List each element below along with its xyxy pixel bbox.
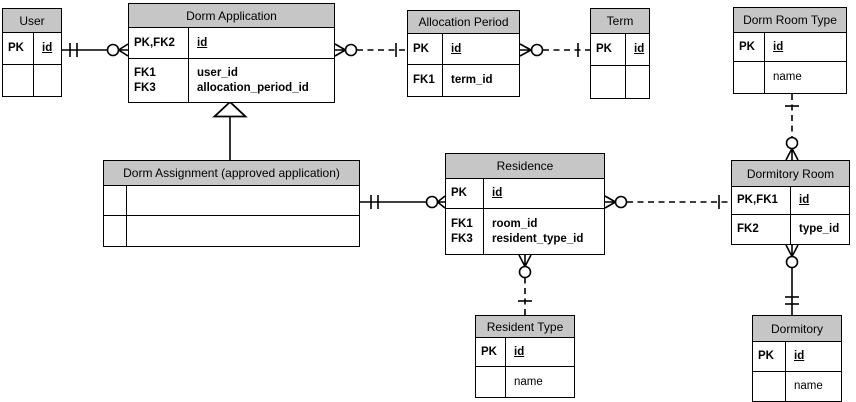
fk-attr-cell: user_id allocation_period_id (189, 59, 334, 102)
empty-key-cell (753, 372, 786, 401)
entity-title: Residence (446, 154, 604, 179)
fk-attr-line: room_id (492, 217, 538, 230)
cardinality-zero-circle (614, 195, 628, 209)
cardinality-zero-circle (530, 43, 544, 57)
pk-key-cell: PK (753, 342, 786, 371)
cardinality-many-crowfoot (118, 43, 129, 57)
entity-dorm-application: Dorm Application PK,FK2 id FK1 FK3 user_… (128, 3, 335, 103)
attr-cell: name (514, 375, 543, 388)
entity-title: Dorm Assignment (approved application) (104, 161, 359, 186)
relationship-dorm-application-allocation-period (334, 43, 407, 57)
cardinality-many-crowfoot (518, 254, 532, 267)
fk-attr-cell: room_id resident_type_id (484, 209, 604, 254)
relationship-dorm-application-dorm-assignment (212, 100, 248, 160)
entity-dormitory-room: Dormitory Room PK,FK1 id FK2 type_id (731, 160, 850, 245)
fk-key-cell: FK1 FK3 (446, 209, 484, 254)
entity-resident-type: Resident Type PK id name (475, 315, 575, 398)
relationship-dormitory-room-dormitory (785, 244, 799, 315)
fk-key-line: FK3 (451, 232, 473, 245)
pk-key-cell: PK (734, 33, 765, 61)
pk-attr-cell: id (794, 350, 805, 362)
fk-key-line: FK1 (134, 66, 156, 79)
entity-dorm-room-type: Dorm Room Type PK id name (733, 7, 847, 94)
empty-attr-cell (127, 216, 359, 246)
pk-attr-cell: id (492, 187, 503, 199)
subtype-triangle-icon (212, 100, 248, 118)
cardinality-zero-circle (518, 265, 532, 279)
relationship-residence-dormitory-room (604, 195, 731, 209)
fk-key-line: FK1 (451, 217, 473, 230)
entity-term: Term PK id (590, 8, 650, 99)
entity-title: Resident Type (476, 316, 574, 338)
attr-cell: name (773, 71, 802, 83)
cardinality-many-crowfoot (785, 244, 799, 257)
empty-key-cell (104, 216, 127, 246)
empty-key-cell (591, 66, 626, 98)
entity-title: Term (591, 9, 649, 34)
cardinality-zero-circle (106, 43, 120, 57)
empty-key-cell (734, 62, 765, 93)
pk-attr-cell: id (634, 43, 645, 55)
empty-key-cell (3, 65, 34, 96)
cardinality-many-crowfoot (437, 195, 446, 209)
empty-attr-cell (34, 65, 61, 96)
relationship-user-dorm-application (62, 43, 129, 57)
fk-key-cell: FK1 FK3 (129, 59, 189, 102)
cardinality-zero-circle (344, 43, 358, 57)
entity-title: Dorm Room Type (734, 8, 846, 33)
pk-key-cell: PK (3, 33, 34, 64)
pk-attr-cell: id (42, 42, 53, 54)
empty-attr-cell (626, 66, 649, 98)
cardinality-many-crowfoot (334, 43, 346, 57)
cardinality-many-crowfoot (604, 195, 616, 209)
entity-dorm-assignment: Dorm Assignment (approved application) (103, 160, 360, 247)
pk-attr-cell: id (773, 40, 784, 53)
pk-attr-cell: id (197, 36, 208, 49)
cardinality-many-crowfoot (785, 148, 799, 161)
pk-attr-cell: id (799, 194, 810, 206)
attr-cell: name (794, 380, 823, 392)
cardinality-zero-circle (425, 195, 439, 209)
pk-key-cell: PK (408, 34, 443, 64)
relationship-allocation-period-term (519, 43, 590, 57)
fk-key-cell: FK1 (408, 65, 443, 96)
entity-title: Dorm Application (129, 4, 334, 28)
fk-attr-line: allocation_period_id (197, 81, 309, 94)
entity-title: Dormitory (753, 316, 841, 342)
cardinality-many-crowfoot (519, 43, 532, 57)
fk-attr-line: resident_type_id (492, 232, 584, 245)
entity-user: User PK id (2, 8, 62, 97)
pk-key-cell: PK (591, 34, 626, 65)
entity-residence: Residence PK id FK1 FK3 room_id resident… (445, 153, 605, 255)
entity-allocation-period: Allocation Period PK id FK1 term_id (407, 10, 520, 97)
fk-attr-cell: type_id (799, 223, 840, 235)
fk-key-line: FK3 (134, 81, 156, 94)
fk-key-cell: FK2 (732, 215, 791, 244)
pk-key-cell: PK,FK1 (732, 187, 791, 214)
relationship-dorm-room-type-dormitory-room (785, 94, 799, 161)
fk-attr-cell: term_id (451, 74, 493, 86)
pk-key-cell: PK (446, 179, 484, 208)
empty-attr-cell (127, 186, 359, 215)
entity-dormitory: Dormitory PK id name (752, 315, 842, 402)
cardinality-zero-circle (785, 136, 799, 150)
relationship-dorm-assignment-residence (360, 195, 446, 209)
fk-attr-line: user_id (197, 66, 238, 79)
pk-key-cell: PK,FK2 (129, 28, 189, 58)
empty-key-cell (476, 367, 506, 397)
cardinality-zero-circle (785, 255, 799, 269)
pk-attr-cell: id (451, 42, 462, 55)
entity-title: Allocation Period (408, 11, 519, 34)
pk-key-cell: PK (476, 338, 506, 366)
relationship-residence-resident-type (518, 254, 532, 315)
pk-attr-cell: id (514, 345, 525, 358)
empty-key-cell (104, 186, 127, 215)
entity-title: Dormitory Room (732, 161, 849, 187)
entity-title: User (3, 9, 61, 33)
